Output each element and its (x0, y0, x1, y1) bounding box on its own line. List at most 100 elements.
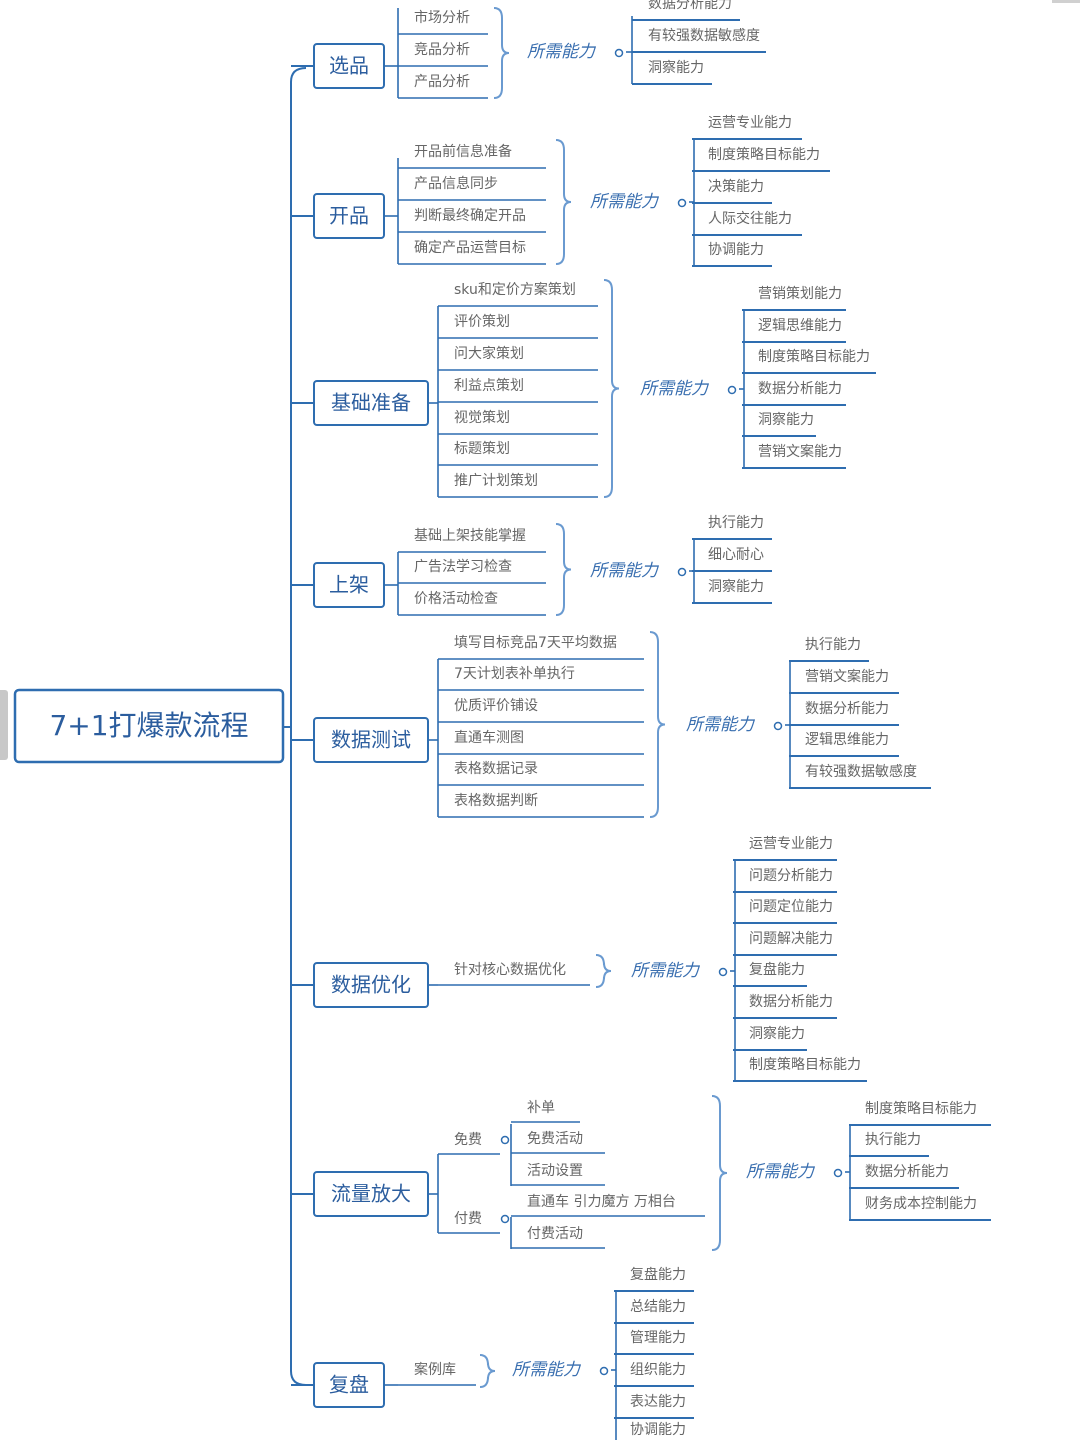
task-item[interactable]: 开品前信息准备 (414, 143, 512, 160)
branch-title[interactable]: 流量放大 (331, 1182, 411, 1206)
task-item[interactable]: 直通车测图 (454, 729, 524, 746)
branch-title[interactable]: 数据测试 (331, 728, 411, 752)
task-item[interactable]: 案例库 (414, 1361, 456, 1378)
ability-item[interactable]: 协调能力 (708, 242, 764, 258)
collapse-handle[interactable] (833, 1168, 843, 1178)
group-item[interactable]: 补单 (527, 1100, 555, 1116)
collapse-handle[interactable] (727, 385, 737, 395)
collapse-handle[interactable] (718, 967, 728, 977)
ability-item[interactable]: 问题分析能力 (749, 868, 833, 884)
task-item[interactable]: 视觉策划 (454, 409, 510, 426)
ability-item[interactable]: 执行能力 (708, 515, 764, 531)
collapse-handle[interactable] (599, 1366, 609, 1376)
branch-title[interactable]: 上架 (329, 573, 369, 597)
task-item[interactable]: 表格数据记录 (454, 761, 538, 777)
ability-item[interactable]: 财务成本控制能力 (865, 1196, 977, 1212)
ability-item[interactable]: 问题定位能力 (749, 899, 833, 915)
group-item[interactable]: 活动设置 (527, 1163, 583, 1179)
task-item[interactable]: 优质评价铺设 (454, 698, 538, 714)
task-item[interactable]: 利益点策划 (454, 377, 524, 394)
ability-item[interactable]: 细心耐心 (708, 547, 764, 563)
task-item[interactable]: sku和定价方案策划 (454, 281, 576, 298)
branch-title[interactable]: 复盘 (329, 1373, 369, 1397)
ability-item[interactable]: 运营专业能力 (708, 115, 792, 131)
collapse-handle[interactable] (773, 721, 783, 731)
group-item[interactable]: 免费活动 (527, 1131, 583, 1147)
task-item[interactable]: 问大家策划 (454, 345, 524, 362)
ability-item[interactable]: 逻辑思维能力 (805, 732, 889, 748)
task-item[interactable]: 判断最终确定开品 (414, 208, 526, 224)
branch-jichu[interactable]: 基础准备 sku和定价方案策划评价策划问大家策划利益点策划视觉策划标题策划推广计划… (291, 279, 876, 498)
ability-item[interactable]: 问题解决能力 (749, 931, 833, 947)
required-abilities-label[interactable]: 所需能力 (640, 379, 710, 399)
branch-fupan[interactable]: 复盘案例库所需能力复盘能力总结能力管理能力组织能力表达能力协调能力 (291, 1266, 694, 1440)
required-abilities-label[interactable]: 所需能力 (746, 1162, 816, 1182)
task-item[interactable]: 标题策划 (454, 440, 510, 457)
collapse-handle[interactable] (677, 198, 687, 208)
task-item[interactable]: 广告法学习检查 (414, 559, 512, 575)
ability-item[interactable]: 数据分析能力 (805, 701, 889, 717)
group-label[interactable]: 免费 (454, 1132, 482, 1148)
ability-item[interactable]: 数据分析能力 (648, 0, 732, 12)
collapse-handle[interactable] (500, 1214, 510, 1224)
collapse-handle[interactable] (614, 48, 624, 58)
task-item[interactable]: 评价策划 (454, 313, 510, 330)
ability-item[interactable]: 营销策划能力 (758, 285, 842, 302)
task-item[interactable]: 针对核心数据优化 (454, 962, 566, 978)
ability-item[interactable]: 营销文案能力 (805, 668, 889, 685)
task-item[interactable]: 表格数据判断 (454, 793, 538, 809)
ability-item[interactable]: 数据分析能力 (758, 381, 842, 397)
ability-item[interactable]: 数据分析能力 (865, 1164, 949, 1180)
branch-title[interactable]: 数据优化 (331, 973, 411, 997)
ability-item[interactable]: 逻辑思维能力 (758, 318, 842, 334)
group-label[interactable]: 付费 (454, 1211, 482, 1227)
task-item[interactable]: 推广计划策划 (454, 472, 538, 489)
ability-item[interactable]: 营销文案能力 (758, 443, 842, 460)
collapse-handle[interactable] (500, 1135, 510, 1145)
ability-item[interactable]: 有较强数据敏感度 (805, 763, 917, 780)
ability-item[interactable]: 复盘能力 (749, 961, 805, 978)
ability-item[interactable]: 洞察能力 (708, 578, 764, 595)
ability-item[interactable]: 执行能力 (805, 637, 861, 653)
required-abilities-label[interactable]: 所需能力 (631, 961, 701, 981)
branch-title[interactable]: 基础准备 (331, 391, 411, 415)
branch-ceshi[interactable]: 数据测试填写目标竞品7天平均数据7天计划表补单执行优质评价铺设直通车测图表格数据… (291, 631, 931, 818)
ability-item[interactable]: 表达能力 (630, 1394, 686, 1410)
group-item[interactable]: 付费活动 (527, 1226, 583, 1242)
ability-item[interactable]: 执行能力 (865, 1132, 921, 1148)
branch-title[interactable]: 开品 (329, 204, 369, 228)
task-item[interactable]: 竞品分析 (414, 41, 470, 58)
task-item[interactable]: 产品信息同步 (414, 175, 498, 192)
ability-item[interactable]: 数据分析能力 (749, 994, 833, 1010)
ability-item[interactable]: 协调能力 (630, 1422, 686, 1438)
required-abilities-label[interactable]: 所需能力 (512, 1360, 582, 1380)
ability-item[interactable]: 总结能力 (630, 1299, 686, 1315)
ability-item[interactable]: 洞察能力 (758, 411, 814, 428)
sidebar-grip[interactable] (0, 690, 8, 760)
group-item[interactable]: 直通车 引力魔方 万相台 (527, 1193, 676, 1210)
ability-item[interactable]: 组织能力 (630, 1362, 686, 1378)
ability-item[interactable]: 人际交往能力 (708, 210, 792, 227)
ability-item[interactable]: 洞察能力 (648, 59, 704, 76)
collapse-handle[interactable] (677, 567, 687, 577)
ability-item[interactable]: 管理能力 (630, 1330, 686, 1346)
ability-item[interactable]: 制度策略目标能力 (708, 146, 820, 163)
root-title[interactable]: 7+1打爆款流程 (49, 709, 248, 742)
ability-item[interactable]: 决策能力 (708, 178, 764, 195)
ability-item[interactable]: 制度策略目标能力 (758, 348, 870, 365)
ability-item[interactable]: 有较强数据敏感度 (648, 27, 760, 44)
task-item[interactable]: 确定产品运营目标 (414, 240, 526, 256)
task-item[interactable]: 价格活动检查 (414, 591, 498, 607)
branch-title[interactable]: 选品 (329, 54, 369, 78)
ability-item[interactable]: 洞察能力 (749, 1025, 805, 1042)
branch-youhua[interactable]: 数据优化 针对核心数据优化 所需能力 运营专业能力问题分析能力问题定位能力问题解决能力… (291, 836, 867, 1082)
ability-item[interactable]: 制度策略目标能力 (749, 1056, 861, 1073)
branch-kaipin[interactable]: 开品开品前信息准备产品信息同步判断最终确定开品确定产品运营目标所需能力运营专业能… (291, 115, 830, 267)
ability-item[interactable]: 运营专业能力 (749, 836, 833, 852)
